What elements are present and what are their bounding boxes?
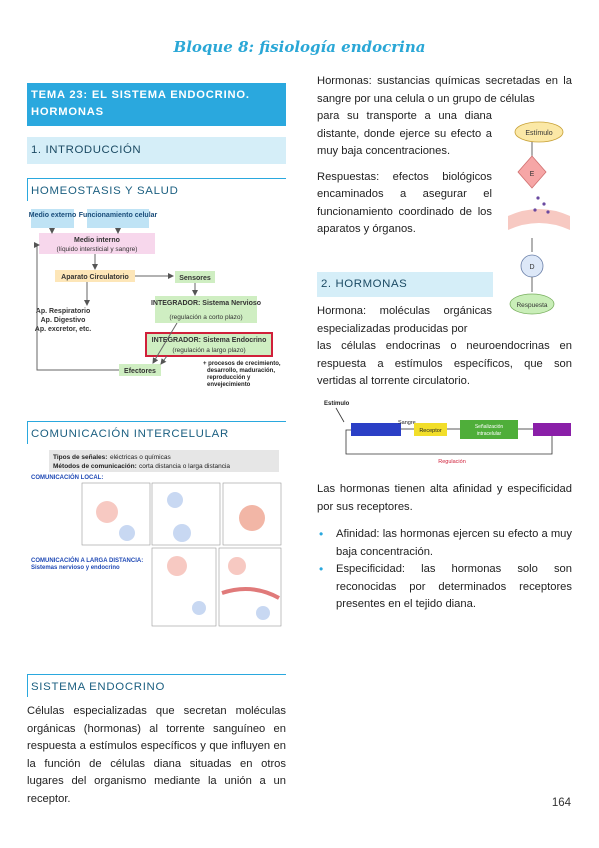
hormone-flow-diagram: Estímulo Sangre Receptor Señalización in… xyxy=(324,401,571,465)
flow-receptor: Receptor xyxy=(419,428,441,434)
bullet-dot: • xyxy=(319,562,324,576)
ap-digestivo: Ap. Digestivo xyxy=(41,317,86,324)
afinidad-section: Las hormonas tienen alta afinidad y espe… xyxy=(317,481,572,614)
integrador-sn-label: INTEGRADOR: Sistema Nervioso xyxy=(151,300,261,307)
flow-effect-box xyxy=(533,423,571,436)
comunicacion-figure: Tipos de señales: eléctricas o químicas … xyxy=(31,450,282,627)
estimulo-label: Estímulo xyxy=(525,130,552,137)
procesos-3: reproducción y xyxy=(207,375,251,381)
procesos-4: envejecimiento xyxy=(207,382,251,388)
sensores-box xyxy=(175,271,215,283)
metodos-value: corta distancia o larga distancia xyxy=(139,463,230,470)
flow-regulacion: Regulación xyxy=(438,459,466,465)
tipos-band xyxy=(49,450,279,472)
tipos-label: Tipos de señales: xyxy=(53,454,107,461)
tipos-value: eléctricas o químicas xyxy=(110,454,171,461)
integrador-se-box xyxy=(145,332,273,357)
bullet-especificidad: • Especificidad: las hormonas solo son re… xyxy=(317,561,572,614)
transporte-text: para su transporte a una diana distante,… xyxy=(317,110,492,157)
sensores-label: Sensores xyxy=(179,275,211,282)
flow-senal-2: intracelular xyxy=(477,431,502,437)
e-label: E xyxy=(530,171,535,178)
medio-externo-label: Medio externo xyxy=(29,212,76,219)
procesos-1: + procesos de crecimiento, xyxy=(203,361,281,367)
e-node xyxy=(517,155,547,189)
medio-interno-sub: (líquido intersticial y sangre) xyxy=(57,246,138,253)
estimulo-node xyxy=(514,121,564,143)
respuesta-node xyxy=(509,293,555,315)
integrador-sn-sub: (regulación a corto plazo) xyxy=(169,314,242,321)
hormonas-section: 2. HORMONAS Hormona: moléculas orgánicas… xyxy=(317,272,572,391)
medio-interno-box xyxy=(39,233,155,254)
flow-senal-box xyxy=(460,420,518,439)
efectores-box xyxy=(119,364,161,376)
local-label: COMUNICACIÓN LOCAL: xyxy=(31,473,103,481)
hormonas-definition: Hormonas: sustancias químicas secretadas… xyxy=(317,75,572,105)
bullet-dot: • xyxy=(319,527,324,541)
diagram-arrows xyxy=(34,228,198,371)
larga-cells xyxy=(151,547,282,627)
flow-senal-1: Señalización xyxy=(475,424,504,430)
flow-receptor-box xyxy=(414,423,447,436)
afinidad-intro: Las hormonas tienen alta afinidad y espe… xyxy=(317,483,572,513)
medio-externo-box xyxy=(31,209,74,228)
integrador-sn-box xyxy=(155,296,257,323)
larga-label-2: Sistemas nervioso y endocrino xyxy=(31,565,120,571)
funcionamiento-box xyxy=(87,209,149,228)
efectores-label: Efectores xyxy=(124,368,156,375)
bullet-afinidad: • Afinidad: las hormonas ejercen su efect… xyxy=(317,526,572,561)
ap-respiratorio: Ap. Respiratorio xyxy=(36,308,90,315)
sistema-text: Células especializadas que secretan molé… xyxy=(27,705,286,805)
page-number: 164 xyxy=(551,797,571,809)
respuesta-label: Respuesta xyxy=(516,302,547,309)
tema-heading: TEMA 23: EL SISTEMA ENDOCRINO. HORMONAS xyxy=(27,83,286,126)
hormona-def-2: las células endocrinas o neuroendocrinas… xyxy=(317,340,572,387)
metodos-label: Métodos de comunicación: xyxy=(53,463,137,470)
homeostasis-diagram: Medio externo Funcionamiento celular Med… xyxy=(29,209,281,388)
right-column: Hormonas: sustancias químicas secretadas… xyxy=(317,73,572,239)
flow-gland-box xyxy=(351,423,401,436)
hormona-def-1: Hormona: moléculas orgánicas especializa… xyxy=(317,305,492,335)
larga-label-1: COMUNICACIÓN A LARGA DISTANCIA: xyxy=(31,556,143,564)
comunicacion-heading: COMUNICACIÓN INTERCELULAR xyxy=(27,421,286,444)
sistema-heading: SISTEMA ENDOCRINO xyxy=(27,674,286,697)
bullet-afinidad-text: Afinidad: las hormonas ejercen su efecto… xyxy=(336,528,572,558)
procesos-2: desarrollo, maduración, xyxy=(207,368,275,374)
funcionamiento-label: Funcionamiento celular xyxy=(79,212,158,219)
hormonas-heading: 2. HORMONAS xyxy=(317,272,493,297)
left-column: TEMA 23: EL SISTEMA ENDOCRINO. HORMONAS … xyxy=(27,83,286,808)
d-label: D xyxy=(529,264,534,271)
medio-interno-label: Medio interno xyxy=(74,237,120,244)
intro-heading: 1. INTRODUCCIÓN xyxy=(27,137,286,164)
homeostasis-heading: HOMEOSTASIS Y SALUD xyxy=(27,178,286,201)
aparato-circ-label: Aparato Circulatorio xyxy=(61,274,129,281)
flow-estimulo: Estímulo xyxy=(324,401,350,407)
bullet-list: • Afinidad: las hormonas ejercen su efect… xyxy=(317,526,572,614)
integrador-se-label: INTEGRADOR: Sistema Endocrino xyxy=(152,337,267,344)
integrador-se-sub: (regulación a largo plazo) xyxy=(172,347,245,354)
stimulus-figure: Estímulo E D Respuesta xyxy=(508,121,570,315)
bullet-especificidad-text: Especificidad: las hormonas solo son rec… xyxy=(336,563,572,610)
ap-excretor: Ap. excretor, etc. xyxy=(35,326,91,333)
flow-sangre: Sangre xyxy=(398,420,416,426)
local-cells xyxy=(81,482,282,546)
page-title: Bloque 8: fisiología endocrina xyxy=(173,38,426,56)
aparato-circ-box xyxy=(55,270,135,282)
respuestas-text: Respuestas: efectos biológicos encaminad… xyxy=(317,170,492,236)
vessel xyxy=(508,209,570,230)
